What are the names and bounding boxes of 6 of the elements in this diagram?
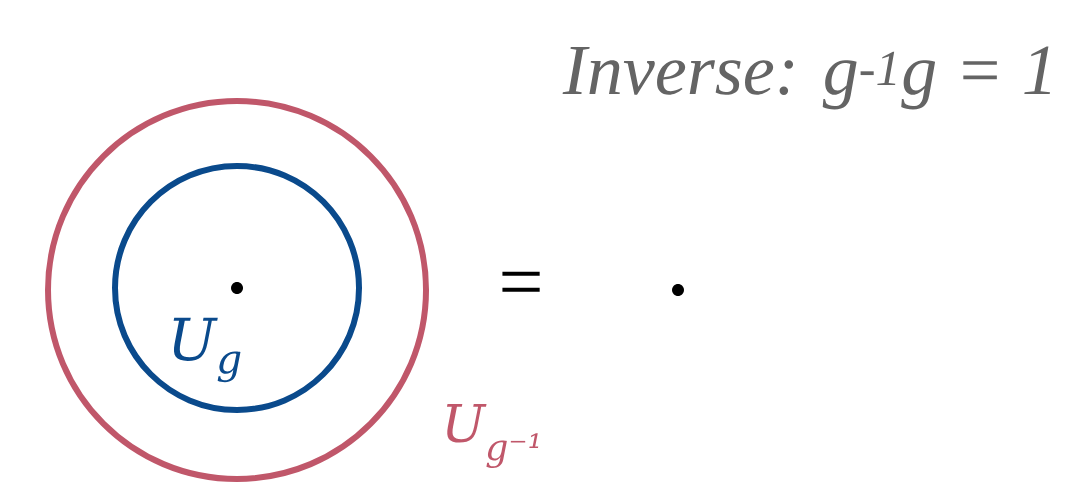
title: Inverse: g$^{-1}$g = 1 [562,46,1050,110]
ring [112,163,362,413]
ring [45,98,429,482]
set-label: U$_{g⁻¹}$ [446,403,539,469]
set-label: U$_{g}$ [173,317,241,383]
equals-sign: = [502,271,540,292]
